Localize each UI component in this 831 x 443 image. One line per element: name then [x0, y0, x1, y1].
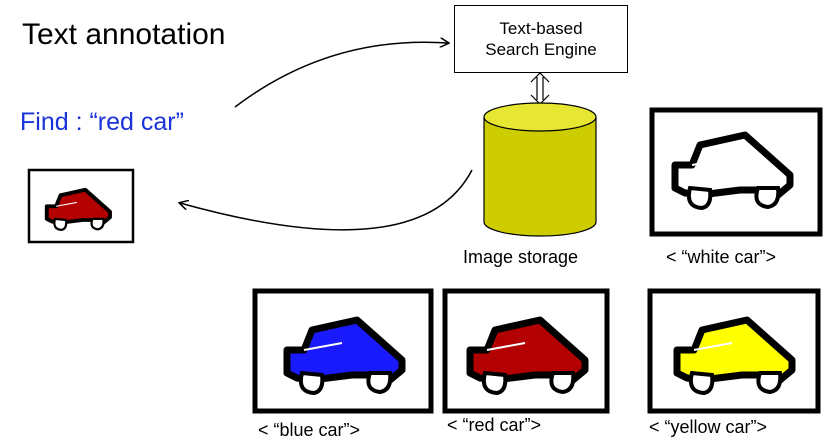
image-storage-label: Image storage	[463, 247, 579, 267]
yellow-car-caption: < “yellow car”>	[649, 417, 768, 437]
page-title: Text annotation	[22, 18, 226, 51]
result-thumbnail	[27, 168, 135, 244]
white-car-frame	[649, 107, 823, 237]
storage-cylinder-icon	[483, 102, 597, 237]
red-car-frame	[442, 288, 610, 414]
blue-car-caption: < “blue car”>	[258, 420, 361, 440]
query-arrow	[234, 42, 448, 108]
blue-car-frame	[252, 288, 434, 414]
red-car-caption: < “red car”>	[447, 415, 542, 435]
search-engine-label-line1: Text-based	[499, 18, 583, 38]
yellow-car-frame	[647, 288, 821, 414]
result-arrow	[180, 169, 473, 231]
engine-storage-connector	[530, 72, 550, 105]
search-engine-label-line2: Search Engine	[485, 40, 597, 59]
search-engine-box: Text-based Search Engine	[454, 5, 628, 73]
query-text: Find : “red car”	[20, 108, 184, 136]
white-car-caption: < “white car”>	[666, 247, 777, 267]
